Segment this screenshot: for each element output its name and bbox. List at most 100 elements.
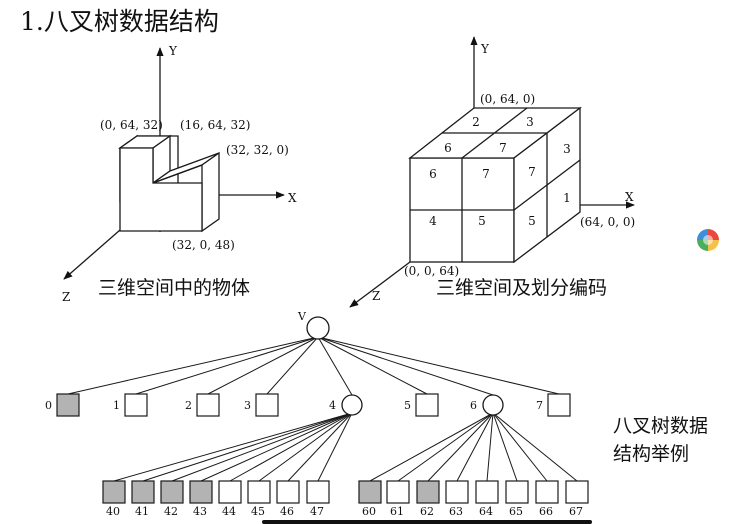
level1-node-label: 3 [244,399,251,412]
level2-node-label: 63 [449,505,463,518]
tree-edge [229,412,353,482]
level1-node-label: 1 [113,399,120,412]
level2-node-label: 43 [193,505,207,518]
level1-node-empty-leaf [415,393,439,417]
level1-node-empty-leaf [124,393,148,417]
colorful-logo-icon[interactable] [697,229,719,251]
cell-code: 5 [528,214,536,228]
tree-edge [135,336,319,395]
coord-cube-right: (64, 0, 0) [580,215,635,229]
level2-node-label: 46 [280,505,294,518]
cell-code: 6 [444,141,452,155]
level2-node-empty-leaf [306,480,330,504]
cell-code: 5 [478,214,486,228]
tree-edge [266,336,319,395]
tree-edge [287,412,353,482]
level2-node-filled-leaf [416,480,440,504]
tree-edge [113,412,353,482]
tree-edge [317,336,494,396]
level1-node-label: 7 [536,399,543,412]
level2-node-empty-leaf [247,480,271,504]
level1-node-internal-node [341,394,363,416]
level2-node-label: 64 [479,505,493,518]
cell-code: 7 [528,165,536,179]
coord-cube-origin: (0, 0, 64) [404,264,459,278]
cell-code: 1 [563,191,571,205]
coord-top-left: (0, 64, 32) [100,118,163,132]
level1-node-internal-node [482,394,504,416]
tree-edge [67,336,319,395]
coord-right: (32, 32, 0) [226,143,289,157]
level2-node-label: 40 [106,505,120,518]
level1-node-label: 2 [185,399,192,412]
level2-node-empty-leaf [565,480,589,504]
level2-node-label: 67 [569,505,583,518]
level2-node-label: 61 [390,505,404,518]
level1-node-filled-leaf [56,393,80,417]
cell-code: 3 [563,142,571,156]
tree-edge [317,336,560,395]
cell-code: 6 [429,167,437,181]
level2-node-label: 66 [539,505,553,518]
level2-node-empty-leaf [445,480,469,504]
level2-node-empty-leaf [535,480,559,504]
tree-edge [142,412,353,482]
tree-root-node [306,316,330,340]
level1-node-empty-leaf [255,393,279,417]
level2-node-label: 65 [509,505,523,518]
tree-edge [369,412,494,482]
tree-edge [427,412,494,482]
tree-edge [492,412,578,482]
left-x-label: X [288,191,297,205]
subdivided-cube-figure [349,36,635,308]
level2-node-label: 44 [222,505,236,518]
coord-cube-top: (0, 64, 0) [480,92,535,106]
level1-node-label: 0 [45,399,52,412]
object-3d-figure [63,47,285,280]
level2-node-empty-leaf [276,480,300,504]
level2-node-empty-leaf [475,480,499,504]
level2-node-empty-leaf [218,480,242,504]
level1-node-empty-leaf [196,393,220,417]
cell-code: 3 [526,115,534,129]
level2-node-label: 62 [420,505,434,518]
level1-node-empty-leaf [547,393,571,417]
tree-edge [171,412,353,482]
level1-node-label: 6 [470,399,477,412]
scrollbar-track[interactable] [262,520,592,524]
page-title: 1.八叉树数据结构 [20,7,219,36]
level2-node-label: 42 [164,505,178,518]
level2-node-empty-leaf [505,480,529,504]
coord-bottom: (32, 0, 48) [172,238,235,252]
tree-edge [317,336,353,396]
tree-caption-line: 八叉树数据 [613,415,709,437]
level2-node-empty-leaf [386,480,410,504]
level2-node-filled-leaf [131,480,155,504]
cube-cell-codes: 2 3 6 7 6 7 4 5 7 3 5 1 [429,115,571,228]
tree-edges [67,336,578,482]
tree-edge [317,412,353,482]
cell-code: 4 [429,214,437,228]
level2-node-filled-leaf [358,480,382,504]
tree-caption-line: 结构举例 [613,443,690,465]
cell-code: 7 [482,167,490,181]
tree-edge [456,412,494,482]
tree-edge [486,412,494,482]
object-caption: 三维空间中的物体 [98,277,251,299]
level2-node-filled-leaf [160,480,184,504]
tree-edge [492,412,548,482]
cell-code: 2 [472,115,480,129]
level2-node-filled-leaf [189,480,213,504]
tree-root-label: V [297,310,307,323]
tree-edge [492,412,518,482]
left-y-label: Y [168,44,178,58]
partition-caption: 三维空间及划分编码 [436,277,608,299]
tree-edge [317,336,428,395]
right-x-label: X [625,190,634,204]
tree-edge [200,412,353,482]
cell-code: 7 [499,141,507,155]
tree-edge [207,336,319,395]
right-z-label: Z [372,289,380,303]
